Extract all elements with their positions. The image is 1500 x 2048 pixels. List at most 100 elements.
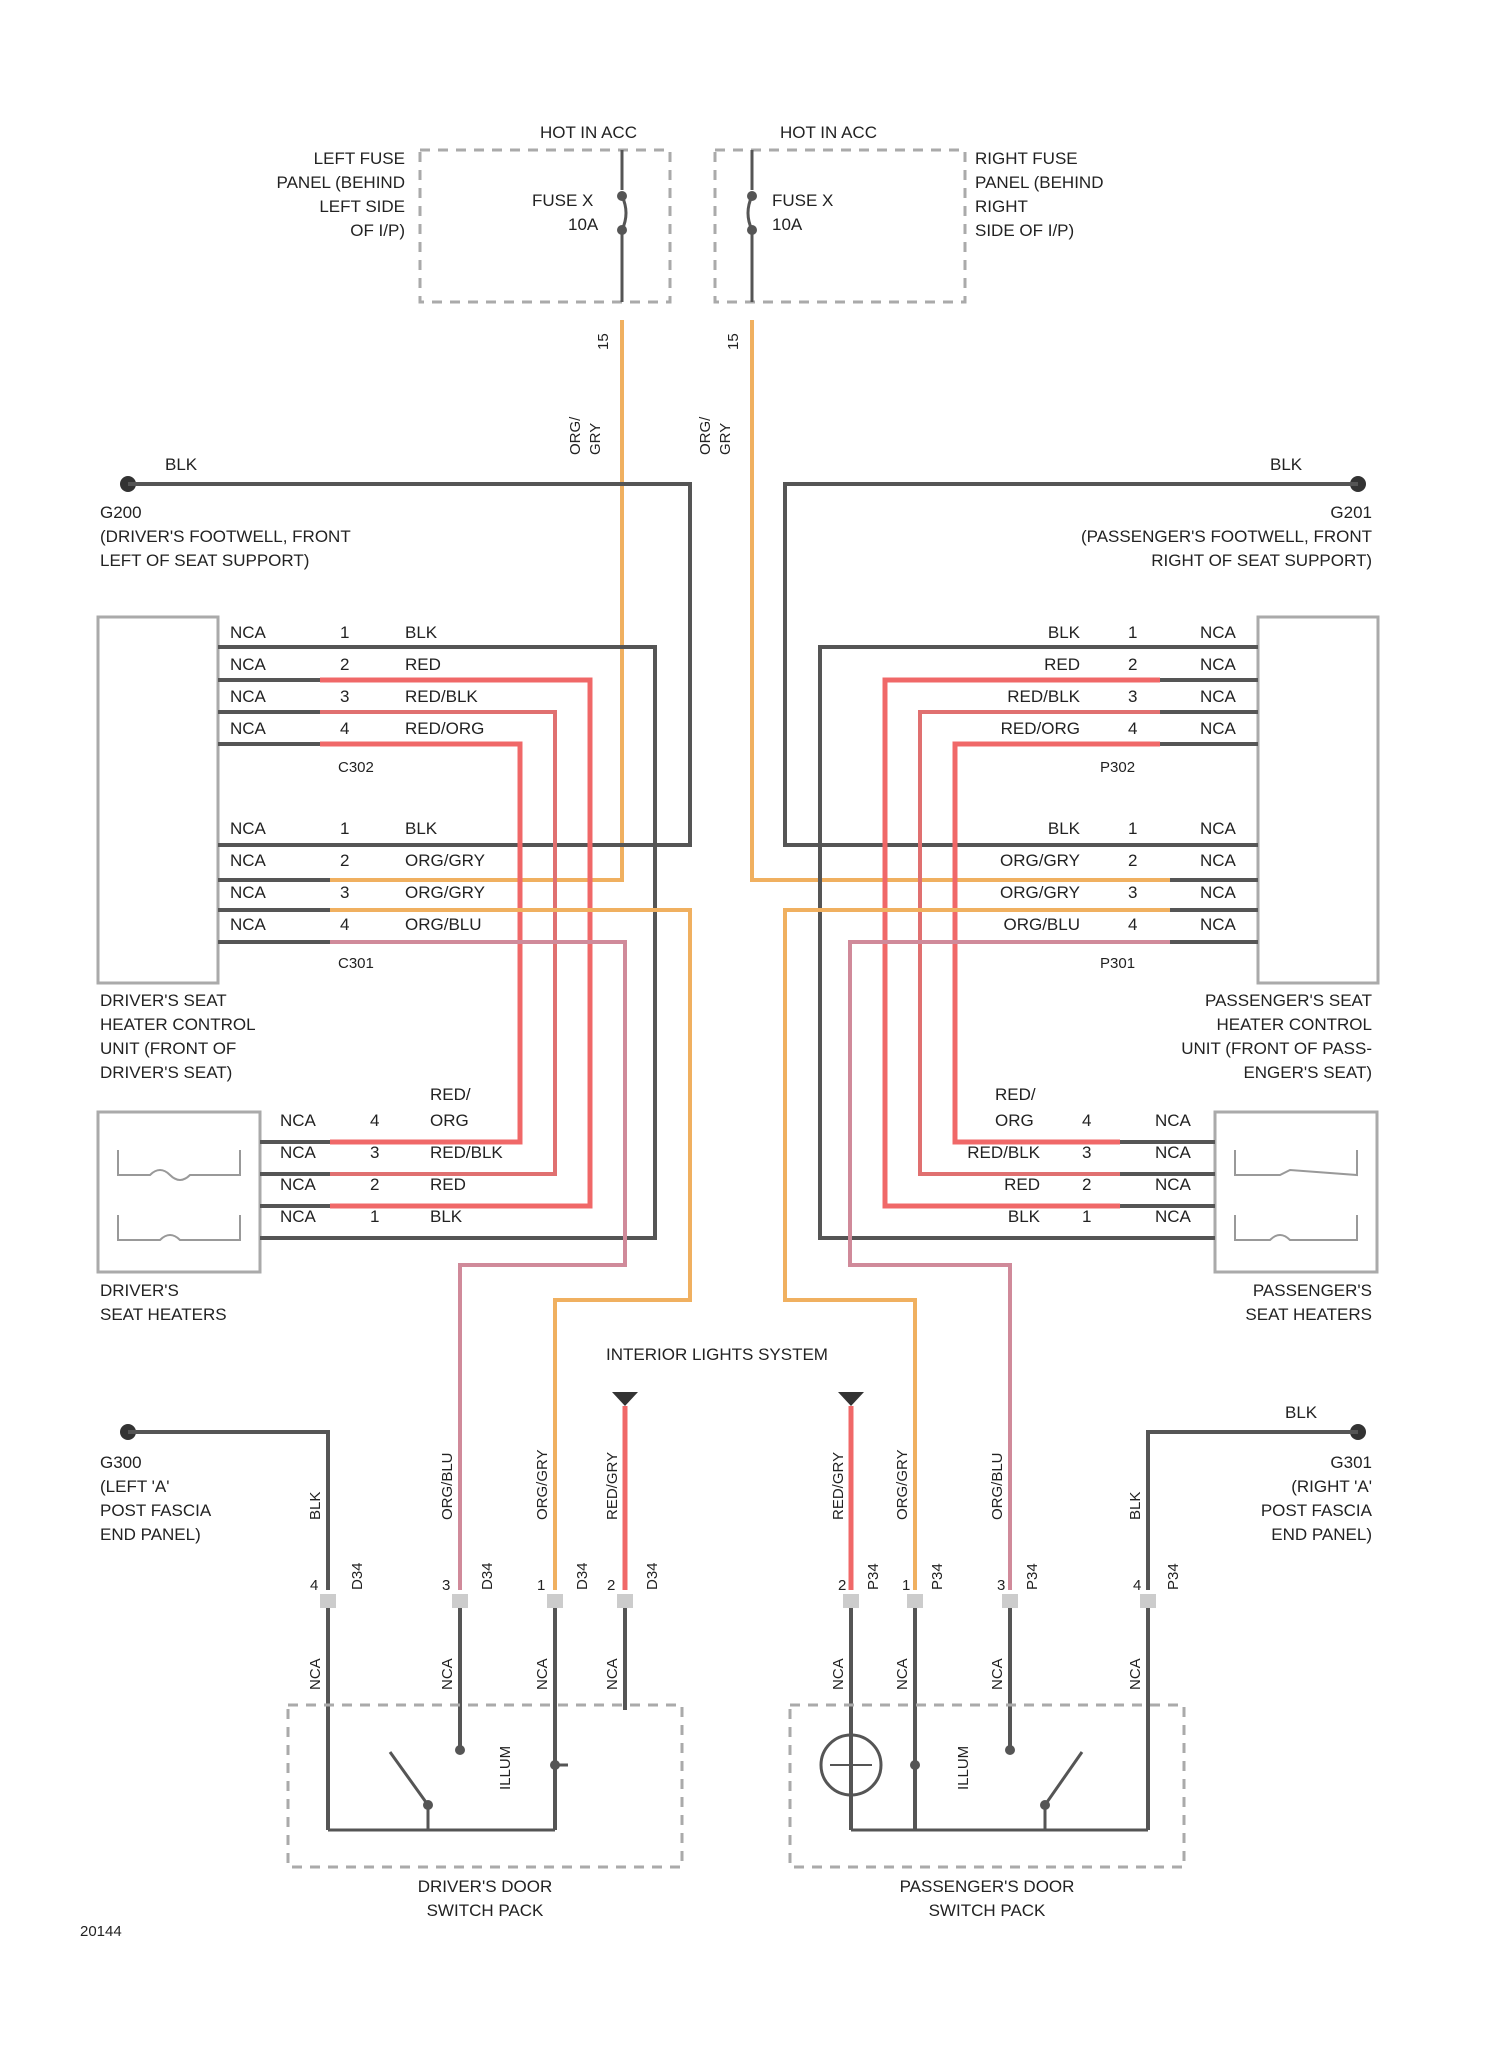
ph-wire-3: RED — [1004, 1175, 1040, 1194]
dd-pin-3: 1 — [537, 1577, 545, 1594]
dd-nca-3: NCA — [534, 1658, 551, 1690]
left-feed-wire-2: GRY — [587, 423, 604, 455]
pc1-nca-2: NCA — [1200, 655, 1237, 674]
dd-conn-4: D34 — [644, 1562, 661, 1590]
dh-pin-2: 3 — [370, 1143, 379, 1162]
g200-desc-1: (DRIVER'S FOOTWELL, FRONT — [100, 527, 351, 546]
g200-desc-2: LEFT OF SEAT SUPPORT) — [100, 551, 309, 570]
pc2-nca-4: NCA — [1200, 915, 1237, 934]
dc-label-3: UNIT (FRONT OF — [100, 1039, 236, 1058]
dd-wire-4: RED/GRY — [604, 1452, 621, 1520]
g300-desc-1: (LEFT 'A' — [100, 1477, 169, 1496]
driver-door-switch-pack — [288, 1705, 682, 1867]
passenger-seat-heaters — [1215, 1112, 1377, 1272]
dc2-wire-2: ORG/GRY — [405, 851, 485, 870]
driver-control-unit — [98, 617, 218, 983]
dc1-pin-2: 2 — [340, 655, 349, 674]
dh-nca-2: NCA — [280, 1143, 317, 1162]
dd-wire-3: ORG/GRY — [534, 1449, 551, 1520]
g301-desc-3: END PANEL) — [1271, 1525, 1372, 1544]
ph-wire-1a: RED/ — [995, 1085, 1036, 1104]
dc1-conn-name: C302 — [338, 759, 374, 776]
driver-control-c2: NCA NCA NCA NCA 1 2 3 4 BLK ORG/GRY ORG/… — [230, 819, 485, 972]
pd-pin-2: 1 — [902, 1577, 910, 1594]
interior-lights-arrow-right — [838, 1392, 864, 1406]
ph-pin-1: 4 — [1082, 1111, 1091, 1130]
g201-wire: BLK — [1270, 455, 1303, 474]
dc1-pin-3: 3 — [340, 687, 349, 706]
left-panel-line3: LEFT SIDE — [319, 197, 405, 216]
dc-label-4: DRIVER'S SEAT) — [100, 1063, 232, 1082]
pd-pin-1: 2 — [838, 1577, 846, 1594]
ph-pin-4: 1 — [1082, 1207, 1091, 1226]
ph-nca-2: NCA — [1155, 1143, 1192, 1162]
pc1-wire-2: RED — [1044, 655, 1080, 674]
g201-desc-1: (PASSENGER'S FOOTWELL, FRONT — [1081, 527, 1372, 546]
pc2-wire-4: ORG/BLU — [1003, 915, 1080, 934]
pc2-nca-1: NCA — [1200, 819, 1237, 838]
ph-nca-1: NCA — [1155, 1111, 1192, 1130]
left-fuse-panel — [420, 150, 670, 302]
pc2-nca-3: NCA — [1200, 883, 1237, 902]
passenger-back-heater-icon — [1235, 1150, 1357, 1175]
left-panel-line4: OF I/P) — [350, 221, 405, 240]
dh-pin-4: 1 — [370, 1207, 379, 1226]
dd-nca-2: NCA — [439, 1658, 456, 1690]
g300-desc-2: POST FASCIA — [100, 1501, 212, 1520]
ph-wire-1b: ORG — [995, 1111, 1034, 1130]
dc1-wire-4: RED/ORG — [405, 719, 484, 738]
figure-id: 20144 — [80, 1923, 122, 1940]
dc-label-2: HEATER CONTROL — [100, 1015, 256, 1034]
dc2-pin-2: 2 — [340, 851, 349, 870]
dc1-nca-4: NCA — [230, 719, 267, 738]
right-fuse-conn: 15 — [725, 333, 742, 350]
dc1-wire-3: RED/BLK — [405, 687, 478, 706]
interior-lights-arrow-left — [612, 1392, 638, 1406]
driver-cushion-heater-icon — [118, 1215, 240, 1240]
pd-conn-3: P34 — [1024, 1563, 1041, 1590]
pc2-conn-name: P301 — [1100, 955, 1135, 972]
dc1-wire-2: RED — [405, 655, 441, 674]
pc2-wire-1: BLK — [1048, 819, 1081, 838]
pc2-wire-2: ORG/GRY — [1000, 851, 1080, 870]
driver-switch-icon — [390, 1752, 428, 1805]
g301-label: G301 — [1330, 1453, 1372, 1472]
dc2-conn-name: C301 — [338, 955, 374, 972]
ph-pin-3: 2 — [1082, 1175, 1091, 1194]
dh-pin-3: 2 — [370, 1175, 379, 1194]
g200-wire: BLK — [165, 455, 198, 474]
pc1-pin-1: 1 — [1128, 623, 1137, 642]
pc-label-2: HEATER CONTROL — [1216, 1015, 1372, 1034]
pd-nca-1: NCA — [830, 1658, 847, 1690]
ph-wire-4: BLK — [1008, 1207, 1041, 1226]
right-panel-line1: RIGHT FUSE — [975, 149, 1078, 168]
g301-wire: BLK — [1285, 1403, 1318, 1422]
pc1-nca-4: NCA — [1200, 719, 1237, 738]
g300-label: G300 — [100, 1453, 142, 1472]
dd-label-2: SWITCH PACK — [427, 1901, 544, 1920]
g301-desc-1: (RIGHT 'A' — [1291, 1477, 1372, 1496]
dh-wire-2: RED/BLK — [430, 1143, 503, 1162]
g201-desc-2: RIGHT OF SEAT SUPPORT) — [1151, 551, 1372, 570]
left-fuse-name: FUSE X — [532, 191, 593, 210]
pd-nca-2: NCA — [894, 1658, 911, 1690]
pc1-nca-1: NCA — [1200, 623, 1237, 642]
left-feed-wire-1: ORG/ — [567, 416, 584, 455]
right-panel-line3: RIGHT — [975, 197, 1028, 216]
pc1-wire-4: RED/ORG — [1001, 719, 1080, 738]
pd-nca-3: NCA — [989, 1658, 1006, 1690]
dd-pin-4: 2 — [607, 1577, 615, 1594]
dc1-nca-3: NCA — [230, 687, 267, 706]
right-feed-wire-1: ORG/ — [697, 416, 714, 455]
driver-illum-label: ILLUM — [497, 1746, 514, 1790]
ph-wire-2: RED/BLK — [967, 1143, 1040, 1162]
dc2-pin-4: 4 — [340, 915, 349, 934]
dh-nca-3: NCA — [280, 1175, 317, 1194]
dc1-nca-2: NCA — [230, 655, 267, 674]
dh-wire-1b: ORG — [430, 1111, 469, 1130]
pc-label-3: UNIT (FRONT OF PASS- — [1181, 1039, 1372, 1058]
pc1-pin-2: 2 — [1128, 655, 1137, 674]
g200-label: G200 — [100, 503, 142, 522]
pd-nca-4: NCA — [1127, 1658, 1144, 1690]
